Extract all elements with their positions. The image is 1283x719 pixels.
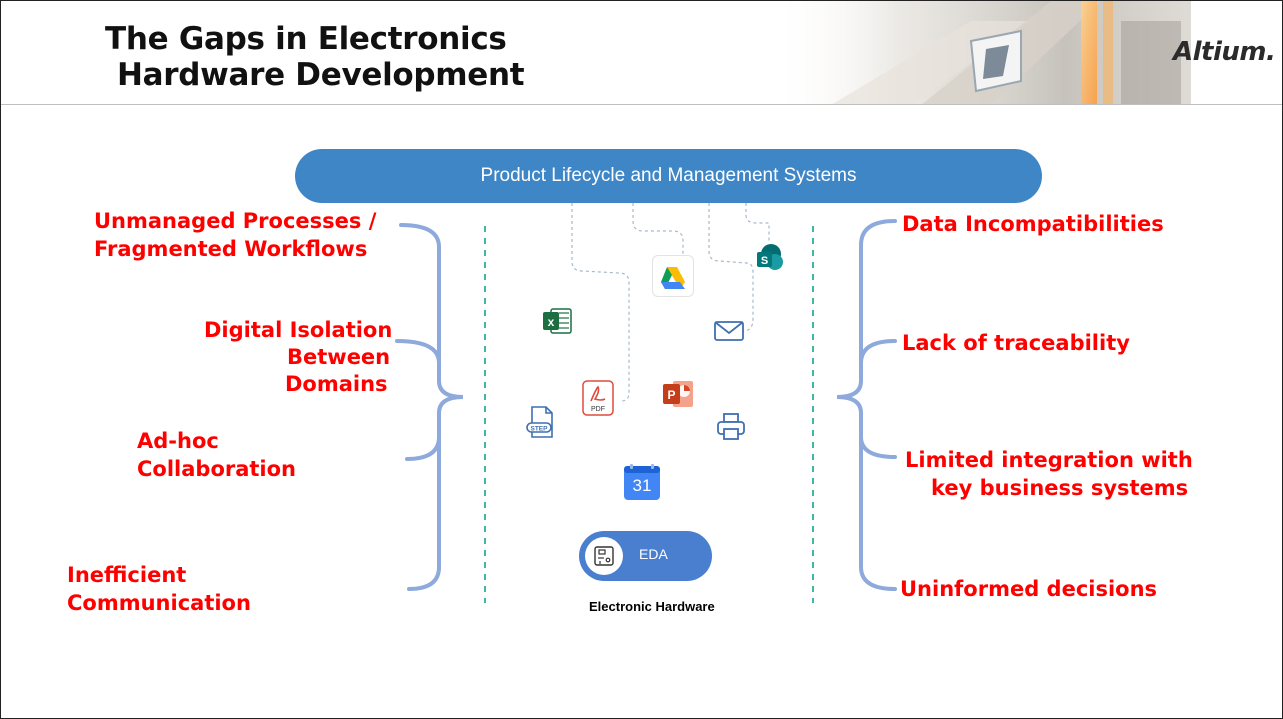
pdf-icon: PDF [581,379,615,417]
hardware-caption: Electronic Hardware [589,599,715,614]
excel-icon: x [541,307,573,335]
google-drive-icon [652,255,694,297]
altium-logo: Altium. [1173,37,1276,67]
title-line-1: The Gaps in Electronics [105,21,507,57]
svg-text:S: S [761,255,768,267]
title-line-2: Hardware Development [117,57,525,93]
svg-text:P: P [667,388,675,402]
left-brace-tick [405,435,441,461]
gap-label-ad-hoc: Ad-hoc [137,429,219,453]
right-brace [836,219,897,591]
calendar-day: 31 [632,476,652,495]
step-file-icon: STEP [524,405,558,441]
calendar-icon [622,464,662,502]
email-icon [713,319,745,343]
plm-systems-bar: Product Lifecycle and Management Systems [295,149,1042,203]
printer-icon [715,411,747,443]
gap-label-key-business-systems: key business systems [931,476,1189,500]
circuit-board-icon [585,537,623,575]
connector-line [632,203,684,255]
connector-line [571,203,630,402]
eda-label: EDA [639,546,668,562]
svg-text:PDF: PDF [591,406,605,413]
left-brace [399,223,464,591]
gap-label-between: Between [287,345,391,369]
gap-label-fragmented-workflows: Fragmented Workflows [94,237,368,261]
eda-pill: EDA [579,531,712,581]
gap-label-lack-of-traceability: Lack of traceability [902,331,1130,355]
header-decoration-image [771,1,1191,104]
svg-text:STEP: STEP [531,426,549,433]
connector-line [745,203,770,241]
gap-label-collaboration: Collaboration [137,457,297,481]
right-brace-tick [859,435,897,459]
gap-label-limited-integration: Limited integration with [905,448,1193,472]
slide-title: The Gaps in Electronics Hardware Develop… [105,21,525,93]
gap-label-data-incompatibilities: Data Incompatibilities [902,212,1164,236]
connector-line [708,203,754,332]
svg-text:x: x [548,315,555,329]
gap-label-domains: Domains [285,372,388,396]
gap-label-unmanaged-processes: Unmanaged Processes / [94,209,377,233]
gap-label-communication: Communication [67,591,251,615]
right-brace-tick [859,339,897,365]
sharepoint-icon: S [753,242,785,274]
gap-label-inefficient: Inefficient [67,563,187,587]
powerpoint-icon: P [661,379,695,409]
gap-label-digital-isolation: Digital Isolation [204,318,393,342]
slide-header: The Gaps in Electronics Hardware Develop… [1,1,1282,105]
left-brace-tick [395,339,441,365]
gap-label-uninformed-decisions: Uninformed decisions [900,577,1158,601]
